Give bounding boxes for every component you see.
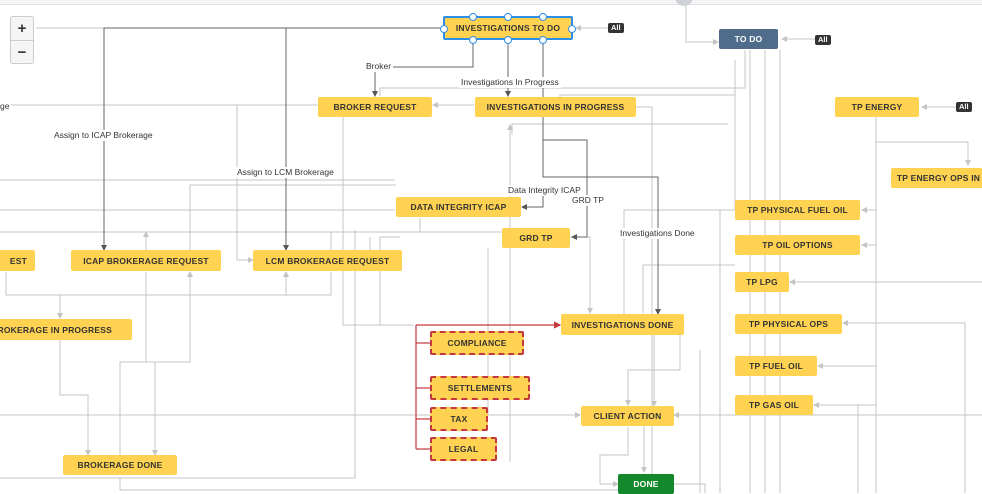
status-broker-request[interactable]: BROKER REQUEST [318, 97, 432, 117]
initial-state-circle[interactable] [675, 0, 693, 6]
status-legal[interactable]: LEGAL [430, 437, 497, 461]
status-tax[interactable]: TAX [430, 407, 488, 431]
all-badge-investigations-to-do[interactable]: All [608, 23, 624, 33]
top-toolbar-strip [0, 0, 982, 5]
all-badge-tp-energy[interactable]: All [956, 102, 972, 112]
resize-handle[interactable] [539, 36, 547, 44]
status-tp-physical-ops[interactable]: TP PHYSICAL OPS [735, 314, 842, 334]
transition-label-investigations-in-progress[interactable]: Investigations In Progress [459, 77, 561, 88]
all-badge-to-do[interactable]: All [815, 35, 831, 45]
resize-handle[interactable] [469, 36, 477, 44]
zoom-controls: + − [10, 16, 34, 64]
resize-handle[interactable] [469, 13, 477, 21]
status-done[interactable]: DONE [618, 474, 674, 494]
status-investigations-done[interactable]: INVESTIGATIONS DONE [561, 314, 684, 335]
resize-handle[interactable] [504, 13, 512, 21]
transition-label-grd-tp[interactable]: GRD TP [570, 195, 606, 206]
status-tp-physical-fuel-oil[interactable]: TP PHYSICAL FUEL OIL [735, 200, 860, 220]
status-brokerage-done[interactable]: BROKERAGE DONE [63, 455, 177, 475]
status-grd-tp[interactable]: GRD TP [502, 228, 570, 248]
status-tp-gas-oil[interactable]: TP GAS OIL [735, 395, 813, 415]
status-tp-oil-options[interactable]: TP OIL OPTIONS [735, 235, 860, 255]
zoom-in-button[interactable]: + [17, 20, 27, 37]
status-compliance[interactable]: COMPLIANCE [430, 331, 524, 355]
resize-handle[interactable] [440, 25, 448, 33]
transition-label-assign-icap[interactable]: Assign to ICAP Brokerage [52, 130, 155, 141]
resize-handle[interactable] [568, 25, 576, 33]
status-tp-lpg[interactable]: TP LPG [735, 272, 789, 292]
status-settlements[interactable]: SETTLEMENTS [430, 376, 530, 400]
status-lcm-brokerage-request[interactable]: LCM BROKERAGE REQUEST [253, 250, 402, 271]
transition-label-partial[interactable]: ge [0, 101, 12, 112]
status-tp-energy[interactable]: TP ENERGY [835, 97, 919, 117]
status-partial-left[interactable]: EST [0, 250, 35, 271]
status-data-integrity-icap[interactable]: DATA INTEGRITY ICAP [396, 197, 521, 217]
status-client-action[interactable]: CLIENT ACTION [581, 406, 674, 426]
transition-label-assign-lcm[interactable]: Assign to LCM Brokerage [235, 167, 336, 178]
transition-label-data-integrity-icap[interactable]: Data Integrity ICAP [506, 185, 583, 196]
status-brokerage-in-progress[interactable]: BROKERAGE IN PROGRESS [0, 319, 132, 340]
status-icap-brokerage-request[interactable]: ICAP BROKERAGE REQUEST [71, 250, 221, 271]
status-to-do[interactable]: TO DO [719, 29, 778, 49]
transition-label-broker[interactable]: Broker [364, 61, 394, 72]
zoom-out-button[interactable]: − [11, 40, 33, 64]
status-tp-energy-ops[interactable]: TP ENERGY OPS IN [891, 168, 982, 188]
status-investigations-in-progress[interactable]: INVESTIGATIONS IN PROGRESS [475, 97, 636, 117]
resize-handle[interactable] [504, 36, 512, 44]
status-tp-fuel-oil[interactable]: TP FUEL OIL [735, 356, 817, 376]
transition-label-investigations-done[interactable]: Investigations Done [618, 228, 697, 239]
resize-handle[interactable] [539, 13, 547, 21]
